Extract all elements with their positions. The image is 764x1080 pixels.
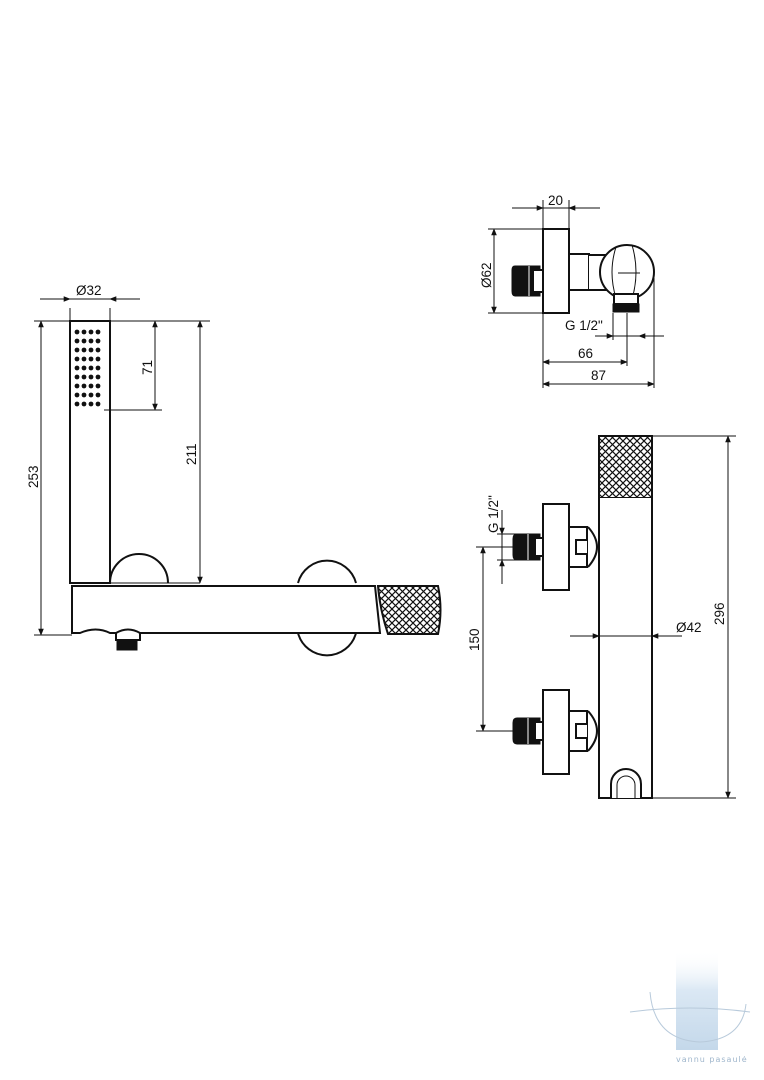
front-knurled-handle xyxy=(598,435,653,499)
front-dimensions: 296 Ø42 G 1/2" 150 xyxy=(467,435,736,799)
dim-diameter-42: Ø42 xyxy=(676,620,702,635)
dim-centers-150: 150 xyxy=(467,628,482,651)
dim-depth-66: 66 xyxy=(578,346,593,361)
dim-diameter-32: Ø32 xyxy=(76,283,102,298)
knurled-handle xyxy=(376,585,442,635)
dim-height-211: 211 xyxy=(184,443,199,465)
dim-thread-top: G 1/2" xyxy=(565,318,603,333)
dim-diameter-62: Ø62 xyxy=(479,262,494,288)
watermark-text: vannu pasaulė xyxy=(676,1055,748,1064)
watermark-logo: vannu pasaulė xyxy=(629,950,751,1064)
elbow-flange xyxy=(542,228,570,314)
shower-hook xyxy=(610,768,642,798)
spray-nozzles xyxy=(74,329,101,407)
elbow-holder-ring xyxy=(599,244,655,300)
dim-thread-front: G 1/2" xyxy=(486,495,501,533)
right-eccentric-bottom xyxy=(297,632,357,657)
front-body xyxy=(598,498,653,799)
side-dimensions: Ø32 253 71 211 xyxy=(26,283,210,636)
dim-height-71: 71 xyxy=(140,360,155,375)
dim-height-296: 296 xyxy=(712,602,727,625)
left-eccentric-top xyxy=(109,553,169,584)
front-view xyxy=(512,435,653,799)
lower-flange xyxy=(542,689,570,775)
right-eccentric-top xyxy=(297,559,357,584)
dim-width-20: 20 xyxy=(548,193,563,208)
outlet-connector xyxy=(115,628,141,641)
top-view-wall-elbow xyxy=(511,228,655,314)
hose-outlet xyxy=(116,639,138,651)
upper-flange xyxy=(542,503,570,591)
lower-thread-black xyxy=(512,717,541,745)
top-dimensions: 20 Ø62 G 1/2" 66 87 xyxy=(479,193,664,388)
handshower-body xyxy=(69,320,111,584)
dim-depth-87: 87 xyxy=(591,368,606,383)
side-view xyxy=(69,320,442,657)
dim-height-253: 253 xyxy=(26,465,41,488)
mixer-body xyxy=(71,585,382,634)
